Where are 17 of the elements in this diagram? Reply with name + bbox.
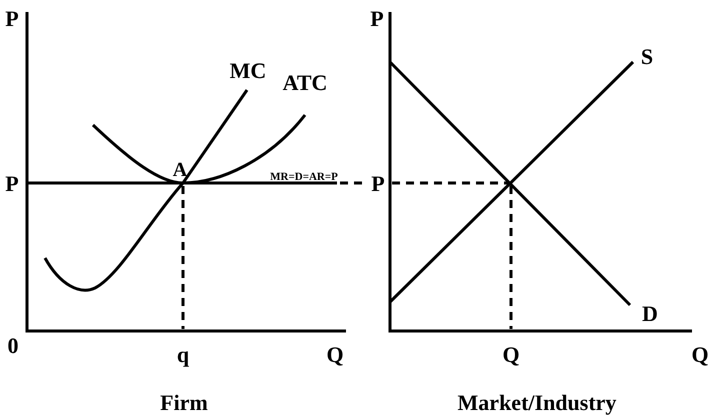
axis-label: q — [176, 342, 190, 367]
curve-label: MR=D=AR=P — [270, 171, 338, 183]
panel-title: Firm — [160, 390, 208, 415]
point-label: A — [172, 159, 188, 181]
axis-label: Q — [502, 342, 520, 367]
axis-label: 0 — [8, 333, 18, 358]
axis-label: Q — [326, 342, 344, 367]
curve-label: ATC — [282, 70, 328, 95]
curve-label: MC — [230, 58, 266, 83]
axis-label: P — [371, 171, 385, 196]
panel-title: Market/Industry — [458, 390, 616, 415]
curve-label: D — [642, 301, 658, 326]
axis-label: Q — [691, 342, 709, 367]
curve-label: S — [640, 44, 654, 69]
axis-label: P — [5, 171, 19, 196]
axis-label: P — [370, 6, 384, 31]
axis-label: P — [5, 6, 19, 31]
